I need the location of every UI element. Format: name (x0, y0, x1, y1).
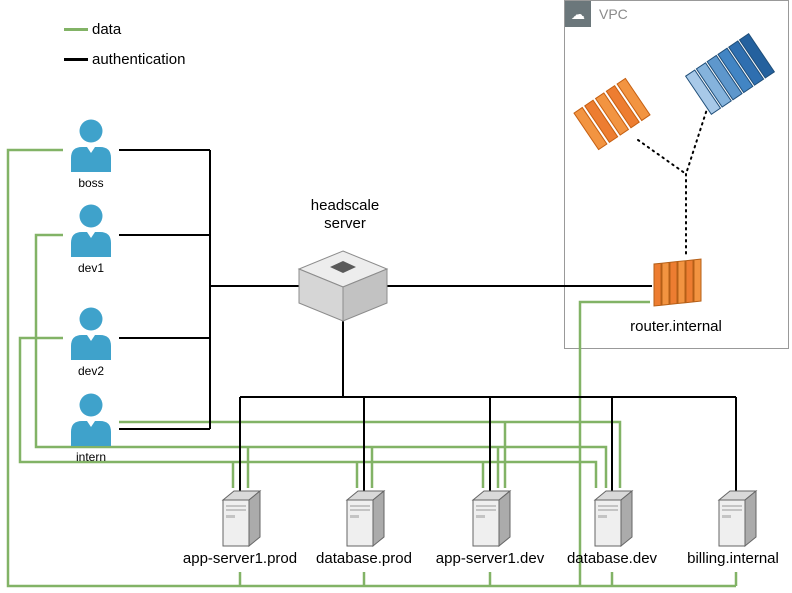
router-label: router.internal (630, 318, 722, 335)
dotted-orange-to-junction (637, 139, 687, 175)
server-icon-billing-internal (718, 490, 757, 547)
instance-stack-orange-icon (573, 77, 651, 151)
data-line-router (578, 300, 650, 586)
server-label-billing-internal: billing.internal (687, 550, 779, 567)
auth-server-bus (239, 396, 737, 491)
vpc-dotted-lines (637, 105, 709, 257)
server-label-database-dev: database.dev (566, 550, 658, 567)
user-icon-intern (71, 393, 111, 446)
legend-auth-label: authentication (92, 51, 186, 68)
user-icon-dev1 (71, 204, 111, 257)
server-icons (222, 490, 757, 547)
legend-data-label: data (92, 21, 122, 38)
data-stubs-servers (238, 572, 738, 586)
data-line-intern (119, 420, 622, 488)
user-label-intern: intern (75, 450, 107, 464)
auth-lines (119, 149, 737, 491)
legend-auth-line-swatch (64, 58, 88, 61)
hub-label-line1: headscale (310, 197, 380, 214)
user-icon-boss (71, 119, 111, 172)
user-label-dev2: dev2 (77, 364, 105, 378)
instance-stack-blue-icon (684, 32, 776, 116)
vpc-label: VPC (599, 6, 628, 22)
router-icon (653, 258, 702, 307)
server-icon-database-prod (346, 490, 385, 547)
user-label-boss: boss (78, 176, 104, 190)
data-line-boss-trunk (6, 148, 736, 588)
vpc-cloud-icon: ☁ (565, 1, 591, 27)
data-line-dev2 (18, 336, 598, 488)
server-icon-app-server1-prod (222, 490, 261, 547)
headscale-cube-icon (297, 250, 389, 322)
server-label-app-server1-dev: app-server1.dev (435, 550, 545, 567)
user-icon-dev2 (71, 307, 111, 360)
server-label-database-prod: database.prod (316, 550, 412, 567)
auth-bus-users (119, 149, 211, 430)
user-label-dev1: dev1 (77, 261, 105, 275)
data-line-dev1 (34, 233, 608, 488)
hub-label-line2: server (324, 215, 366, 232)
dotted-blue-to-junction (685, 105, 709, 175)
server-label-app-server1-prod: app-server1.prod (182, 550, 298, 567)
data-lines (6, 148, 738, 588)
legend-data-line-swatch (64, 28, 88, 31)
server-icon-app-server1-dev (472, 490, 511, 547)
hub-label: headscale server (311, 197, 379, 233)
cloud-glyph: ☁ (571, 5, 585, 22)
server-icon-database-dev (594, 490, 633, 547)
